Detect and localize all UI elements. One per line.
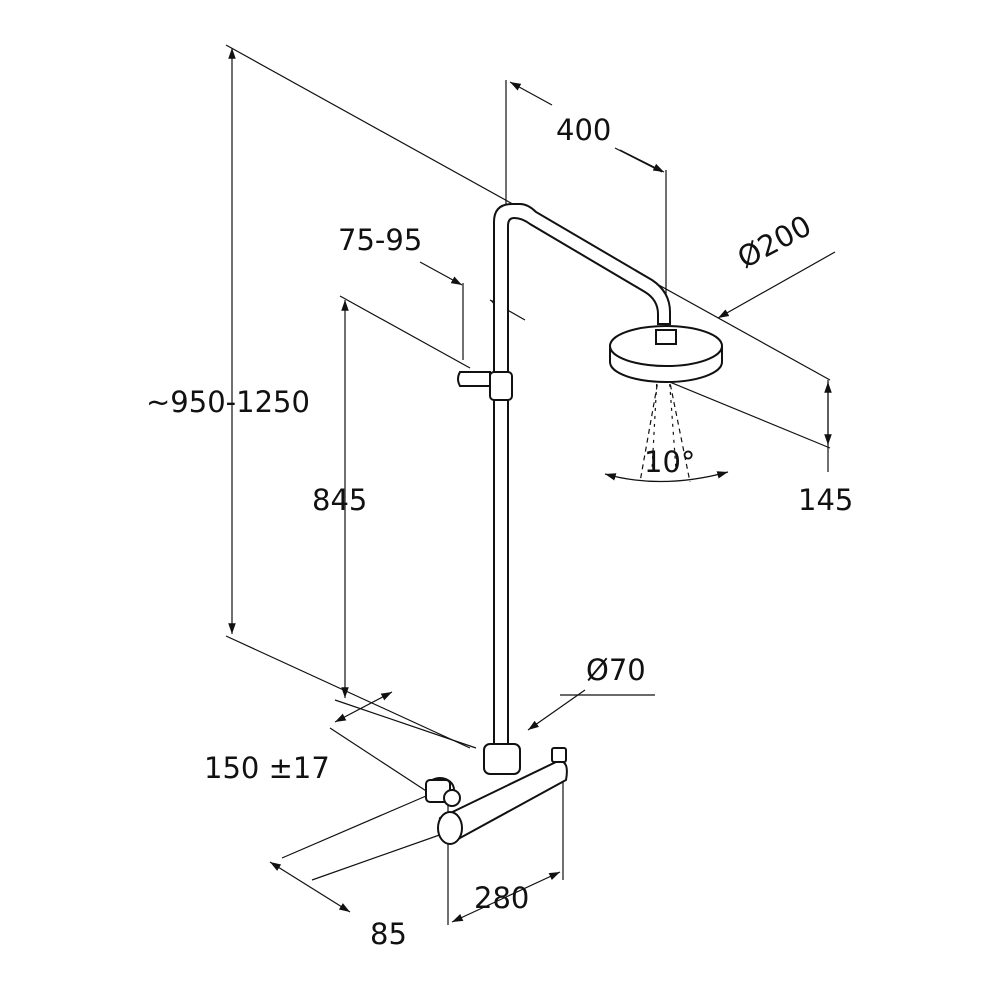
extension-line <box>339 295 471 369</box>
dimension-spray-angle: 10° <box>644 445 696 479</box>
thermostatic-valve <box>425 743 568 845</box>
extension-line <box>281 789 441 859</box>
riser-pipe <box>493 203 671 761</box>
dimension-line-valve-width <box>451 871 561 923</box>
dimension-wall-offset: 85 <box>370 917 407 951</box>
dimension-line-wall-offset <box>269 861 351 913</box>
dimension-valve-diameter: Ø70 <box>586 653 646 687</box>
extension-line <box>311 831 449 881</box>
extension-line <box>329 727 441 801</box>
dimension-inlet-spacing: 150 ±17 <box>204 751 330 785</box>
dimension-line-rail-offset <box>419 261 463 286</box>
dimension-line-valve-diameter <box>527 689 586 731</box>
hand-shower-slider <box>457 371 513 401</box>
dimension-line-arm <box>509 81 553 106</box>
dimension-arm-length: 400 <box>556 113 612 147</box>
spray-angle-arc <box>604 471 729 483</box>
dimension-rail-offset: 75-95 <box>338 223 423 257</box>
extension-line <box>225 635 471 749</box>
dimension-outlet-height: 845 <box>312 483 368 517</box>
extension-line <box>334 699 477 749</box>
extension-line <box>659 377 831 449</box>
dimension-total-height: ~950-1250 <box>146 385 310 419</box>
dimension-line-arm <box>619 149 665 173</box>
dimension-line-head-diameter <box>717 251 836 319</box>
shower-head <box>609 325 723 383</box>
dimension-valve-width: 280 <box>474 881 530 915</box>
dimension-head-height: 145 <box>798 483 854 517</box>
dimension-line-inlet-spacing <box>334 691 393 723</box>
